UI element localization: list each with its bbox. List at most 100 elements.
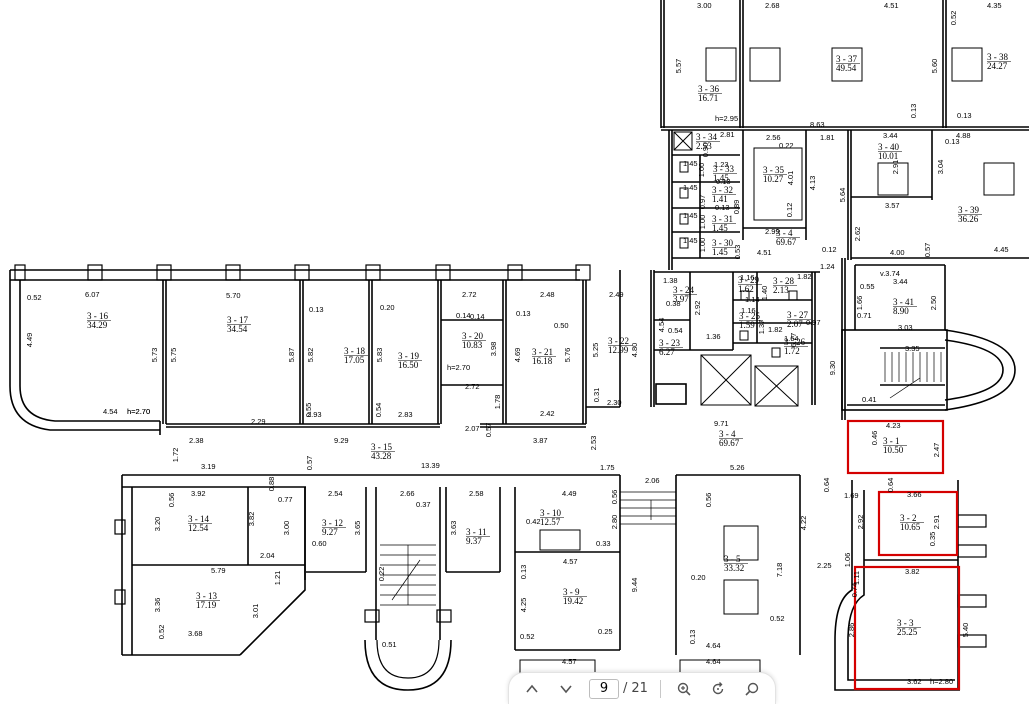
room-label: 3 - 282.13 <box>773 276 797 295</box>
dimension-label: 1.00 <box>698 238 707 253</box>
dimension-label: 5.83 <box>375 348 384 363</box>
dimension-label: 3.62 <box>907 677 922 686</box>
dimension-label: 0.52 <box>770 614 785 623</box>
dimension-label: 1.21 <box>273 571 282 586</box>
dimension-label: 0.14 <box>456 311 471 320</box>
dimension-label: 4.64 <box>706 641 721 650</box>
highlight-room-3-1[interactable] <box>846 419 945 475</box>
dimension-label: 4.88 <box>956 131 971 140</box>
room-number: 3 - 33 <box>713 164 734 174</box>
search-button[interactable] <box>741 678 763 700</box>
dimension-label: 2.25 <box>817 561 832 570</box>
dimension-label: 0.31 <box>592 388 601 403</box>
dimension-label: 0.89 <box>732 200 741 215</box>
dimension-label: 1.14 <box>745 295 760 304</box>
room-area: 12.54 <box>188 523 209 533</box>
room-number: 3 - 4 <box>776 228 793 238</box>
room-label: 3 - 119.37 <box>466 527 490 546</box>
room-number: 3 - 25 <box>739 311 760 321</box>
room-number: 3 - 31 <box>712 214 733 224</box>
dimension-label: 13.39 <box>421 461 440 470</box>
room-label: 3 - 331.45 <box>713 164 737 183</box>
dimension-label: 1.45 <box>683 183 698 192</box>
zoom-in-button[interactable] <box>673 678 695 700</box>
dimension-label: 0.57 <box>305 456 314 471</box>
dimension-label: 0.20 <box>691 573 706 582</box>
dimension-label: 3.20 <box>153 517 162 532</box>
room-area: 34.54 <box>227 324 248 334</box>
room-number: 3 - 21 <box>532 347 553 357</box>
dimension-label: 3.82 <box>247 512 256 527</box>
dimension-label: 3.98 <box>489 342 498 357</box>
room-area: 16.71 <box>698 93 718 103</box>
dimension-label: 5.76 <box>563 348 572 363</box>
dimension-label: 7.18 <box>775 563 784 578</box>
dimension-label: 0.52 <box>520 632 535 641</box>
room-area: 10.50 <box>883 445 904 455</box>
dimension-label: 0.56 <box>610 490 619 505</box>
dimension-label: 2.66 <box>400 489 415 498</box>
dimension-label: 0.90 <box>701 143 710 158</box>
room-number: 3 - 34 <box>696 132 717 142</box>
dimension-label: 2.72 <box>462 290 477 299</box>
highlight-room-3-2[interactable] <box>877 490 959 557</box>
room-area: 17.19 <box>196 600 217 610</box>
dimension-label: 0.97 <box>698 195 707 210</box>
room-area: 10.27 <box>763 174 784 184</box>
room-label: 3 - 469.67 <box>776 228 800 247</box>
next-page-button[interactable] <box>555 678 577 700</box>
room-number: 3 - 29 <box>738 275 759 285</box>
dimension-label: 2.62 <box>853 227 862 242</box>
dimension-label: 3.92 <box>191 489 206 498</box>
dimension-label: 2.49 <box>609 290 624 299</box>
prev-page-button[interactable] <box>521 678 543 700</box>
dimension-label: h=2.80 <box>930 677 953 686</box>
dimension-label: 2.92 <box>693 301 702 316</box>
dimension-label: 1.72 <box>171 448 180 463</box>
room-label: 3 - 311.45 <box>712 214 736 233</box>
dimension-label: 5.87 <box>287 348 296 363</box>
highlight-room-3-3[interactable] <box>853 565 961 691</box>
room-area: 9.27 <box>322 527 338 537</box>
room-number: 3 - 30 <box>712 238 733 248</box>
room-number: 3 - 38 <box>987 52 1008 62</box>
dimension-label: 4.45 <box>994 245 1009 254</box>
dimension-label: 5.79 <box>211 566 226 575</box>
dimension-label: 5.57 <box>674 59 683 74</box>
dimension-label: 0.77 <box>278 495 293 504</box>
rotate-button[interactable] <box>707 678 729 700</box>
dimension-label: 0.41 <box>862 395 877 404</box>
dimension-label: 3.82 <box>905 567 920 576</box>
room-label: 3 - 919.42 <box>563 587 587 606</box>
room-number: 3 - 16 <box>87 311 108 321</box>
room-area: 1.45 <box>712 247 728 257</box>
dimension-label: 5.25 <box>591 343 600 358</box>
left-wing-walls <box>9 269 621 435</box>
dimension-label: 0.51 <box>382 640 397 649</box>
dimension-label: 2.38 <box>189 436 204 445</box>
dimension-label: 4.69 <box>513 348 522 363</box>
pdf-viewer-toolbar: / 21 <box>508 672 776 704</box>
dimension-label: 0.13 <box>519 565 528 580</box>
dimension-label: 1.24 <box>820 262 835 271</box>
dimension-label: 5.64 <box>838 188 847 203</box>
page-number-input[interactable] <box>589 678 619 699</box>
dimension-label: 0.46 <box>870 431 879 446</box>
dimension-label: 1.11 <box>852 571 861 585</box>
room-area: 9.37 <box>466 536 482 546</box>
room-label: 3 - 342.53 <box>696 132 720 151</box>
room-area: 2.13 <box>773 285 789 295</box>
small-fixtures <box>739 290 798 358</box>
dimension-label: 4.49 <box>562 489 577 498</box>
room-label: 3 - 418.90 <box>893 297 917 316</box>
room-label: 3 - 129.27 <box>322 518 346 537</box>
dimension-label: 0.13 <box>716 177 731 186</box>
dimension-label: 0.52 <box>27 293 42 302</box>
dimension-label: 0.56 <box>704 493 713 508</box>
